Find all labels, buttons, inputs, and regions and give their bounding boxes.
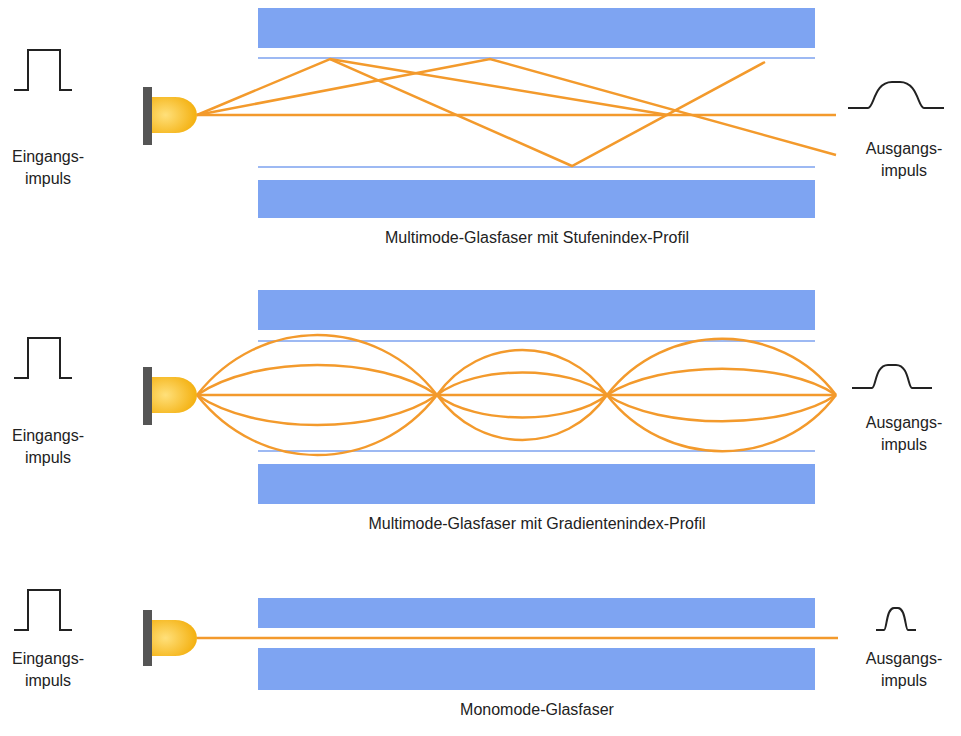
pulse-label: Ausgangs- impuls bbox=[861, 412, 947, 455]
cladding-band bbox=[258, 180, 815, 218]
pulse-label: Eingangs- impuls bbox=[5, 146, 91, 189]
cladding-band bbox=[258, 464, 815, 504]
core-border bbox=[258, 57, 815, 59]
fiber-caption: Monomode-Glasfaser bbox=[460, 700, 614, 719]
pulse-label: Eingangs- impuls bbox=[5, 425, 91, 468]
cladding-band bbox=[258, 598, 815, 628]
cladding-band bbox=[258, 8, 815, 48]
pulse-label: Ausgangs- impuls bbox=[861, 648, 947, 691]
single-mode-fiber bbox=[197, 598, 838, 690]
led-sources bbox=[143, 87, 197, 666]
cladding-band bbox=[258, 290, 815, 330]
light-rays bbox=[197, 59, 836, 166]
step-index-fiber bbox=[197, 8, 836, 218]
pulse-label: Eingangs- impuls bbox=[5, 648, 91, 691]
core-border bbox=[258, 340, 815, 342]
light-ray bbox=[197, 637, 838, 640]
core-border bbox=[258, 166, 815, 168]
cladding-band bbox=[258, 648, 815, 690]
pulse-shapes bbox=[14, 50, 944, 630]
light-rays bbox=[197, 335, 836, 455]
fiber-caption: Multimode-Glasfaser mit Stufenindex-Prof… bbox=[385, 228, 689, 247]
pulse-label: Ausgangs- impuls bbox=[861, 138, 947, 181]
fiber-caption: Multimode-Glasfaser mit Gradientenindex-… bbox=[368, 514, 705, 533]
graded-index-fiber bbox=[197, 290, 836, 504]
